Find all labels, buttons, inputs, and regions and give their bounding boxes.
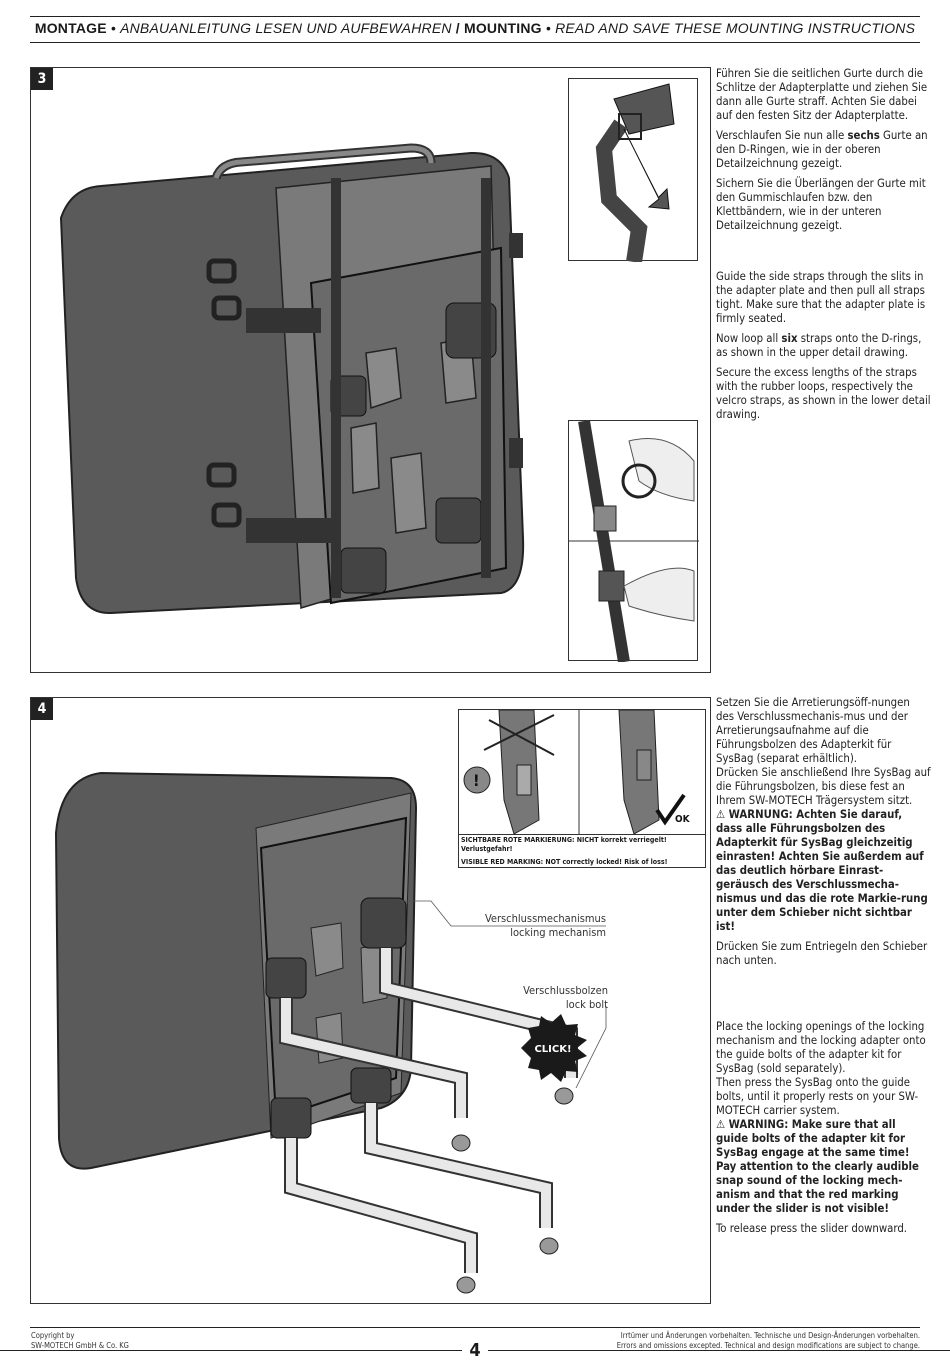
copyright: Copyright by SW-MOTECH GmbH & Co. KG: [31, 1331, 129, 1350]
detail-velcro-strap: [568, 420, 699, 662]
header-slash: /: [455, 20, 460, 36]
step-4-en-paragraph-2: Then press the SysBag onto the guide bol…: [716, 1076, 919, 1117]
step-4-de-paragraph-1: Setzen Sie die Arretierungsöff-nungen de…: [716, 696, 910, 765]
disclaimer: Irrtümer und Änderungen vorbehalten. Tec…: [617, 1331, 920, 1350]
warning-triangle-icon: ⚠: [716, 808, 726, 821]
disclaimer-en: Errors and omissions excepted. Technical…: [616, 1340, 920, 1350]
step-4-english-text: Place the locking openings of the lockin…: [716, 1020, 931, 1242]
disclaimer-de: Irrtümer und Änderungen vorbehalten. Tec…: [620, 1331, 920, 1340]
header-separator: •: [545, 20, 551, 36]
ok-label: OK: [675, 814, 691, 825]
header-english-subtitle: READ AND SAVE THESE MOUNTING INSTRUCTION…: [555, 20, 916, 36]
warning-triangle-icon: ⚠: [716, 1118, 726, 1131]
click-starburst-icon: [521, 1014, 587, 1082]
header-top-rule: [30, 16, 920, 17]
page-number: 4: [469, 1340, 481, 1361]
bag-onto-guide-bolts-illustration: CLICK!: [54, 771, 607, 1294]
step-3-de-paragraph-3: Sichern Sie die Überlängen der Gurte mit…: [716, 177, 926, 232]
text: Gurte an den D-Ringen, wie in der oberen…: [716, 129, 928, 170]
step-4-en-paragraph-3: To release press the slider downward.: [716, 1222, 908, 1235]
header-mounting: MOUNTING: [463, 20, 542, 36]
step-4-panel: 4 CLICK! Verschlussmechanismus locking m…: [30, 697, 711, 1304]
svg-text:!: !: [473, 771, 480, 790]
step-3-de-paragraph-1: Führen Sie die seitlichen Gurte durch di…: [716, 67, 928, 122]
slider-marking-comparison-illustration: ! OK: [463, 710, 691, 834]
inset-warning-text: SICHTBARE ROTE MARKIERUNG: NICHT korrekt…: [459, 834, 705, 868]
step-4-en-paragraph-1: Place the locking openings of the lockin…: [716, 1020, 926, 1075]
footer-top-rule: [30, 1327, 920, 1328]
d-ring-strap-detail-illustration: [595, 83, 675, 262]
step-4-de-paragraph-3: Drücken Sie zum Entriegeln den Schieber …: [716, 940, 928, 967]
velcro-strap-detail-illustration: [569, 421, 699, 662]
label-en: locking mechanism: [510, 925, 606, 939]
step-3-panel: 3: [30, 67, 711, 673]
step-4-en-warning: WARNING: Make sure that all guide bolts …: [716, 1118, 919, 1215]
label-en: lock bolt: [565, 997, 608, 1011]
click-label: CLICK!: [534, 1044, 571, 1055]
footer-rule-right: [488, 1350, 950, 1351]
step-4-de-paragraph-2: Drücken Sie anschließend Ihre SysBag auf…: [716, 766, 931, 807]
detail-d-ring-loop: [568, 78, 698, 262]
step-3-en-paragraph-1: Guide the side straps through the slits …: [716, 270, 926, 325]
warning-de: SICHTBARE ROTE MARKIERUNG: NICHT korrekt…: [461, 836, 667, 853]
step-3-english-text: Guide the side straps through the slits …: [716, 270, 931, 428]
step-4-german-text: Setzen Sie die Arretierungsöff-nungen de…: [716, 696, 931, 974]
step-number: 3: [31, 68, 53, 90]
header-separator: •: [110, 20, 116, 36]
header-german-subtitle: ANBAUANLEITUNG LESEN UND AUFBEWAHREN: [120, 20, 452, 36]
header-montage: MONTAGE: [34, 20, 107, 36]
emphasis-sechs: sechs: [847, 129, 880, 142]
warning-en: VISIBLE RED MARKING: NOT correctly locke…: [461, 858, 668, 866]
lock-bolt-label: Verschlussbolzen lock bolt: [411, 984, 608, 1011]
header-bottom-rule: [30, 42, 920, 43]
step-4-de-warning: WARNUNG: Achten Sie darauf, dass alle Fü…: [716, 808, 928, 933]
label-de: Verschlussmechanismus: [484, 912, 606, 925]
footer-rule-left: [0, 1350, 462, 1351]
copyright-line-2: SW-MOTECH GmbH & Co. KG: [31, 1340, 129, 1350]
locking-mechanism-label: Verschlussmechanismus locking mechanism: [411, 912, 606, 939]
step-number: 4: [31, 698, 53, 720]
emphasis-six: six: [781, 332, 798, 345]
step-3-german-text: Führen Sie die seitlichen Gurte durch di…: [716, 67, 931, 239]
page-header: MONTAGE • ANBAUANLEITUNG LESEN UND AUFBE…: [0, 20, 950, 36]
label-de: Verschlussbolzen: [523, 984, 608, 997]
step-3-en-paragraph-3: Secure the excess lengths of the straps …: [716, 366, 931, 421]
step-3-de-paragraph-2: Verschlaufen Sie nun alle sechs Gurte an…: [716, 129, 931, 171]
text: Verschlaufen Sie nun alle: [716, 129, 848, 142]
step-3-en-paragraph-2: Now loop all six straps onto the D-rings…: [716, 332, 931, 360]
red-marking-warning-inset: ! OK SICHTBARE ROTE MARKIERUNG: NICHT ko…: [458, 709, 706, 868]
text: Now loop all: [716, 332, 782, 345]
bag-with-adapter-plate-illustration: [59, 143, 525, 615]
copyright-line-1: Copyright by: [31, 1331, 75, 1340]
text: straps onto the D-rings, as shown in the…: [716, 332, 922, 359]
